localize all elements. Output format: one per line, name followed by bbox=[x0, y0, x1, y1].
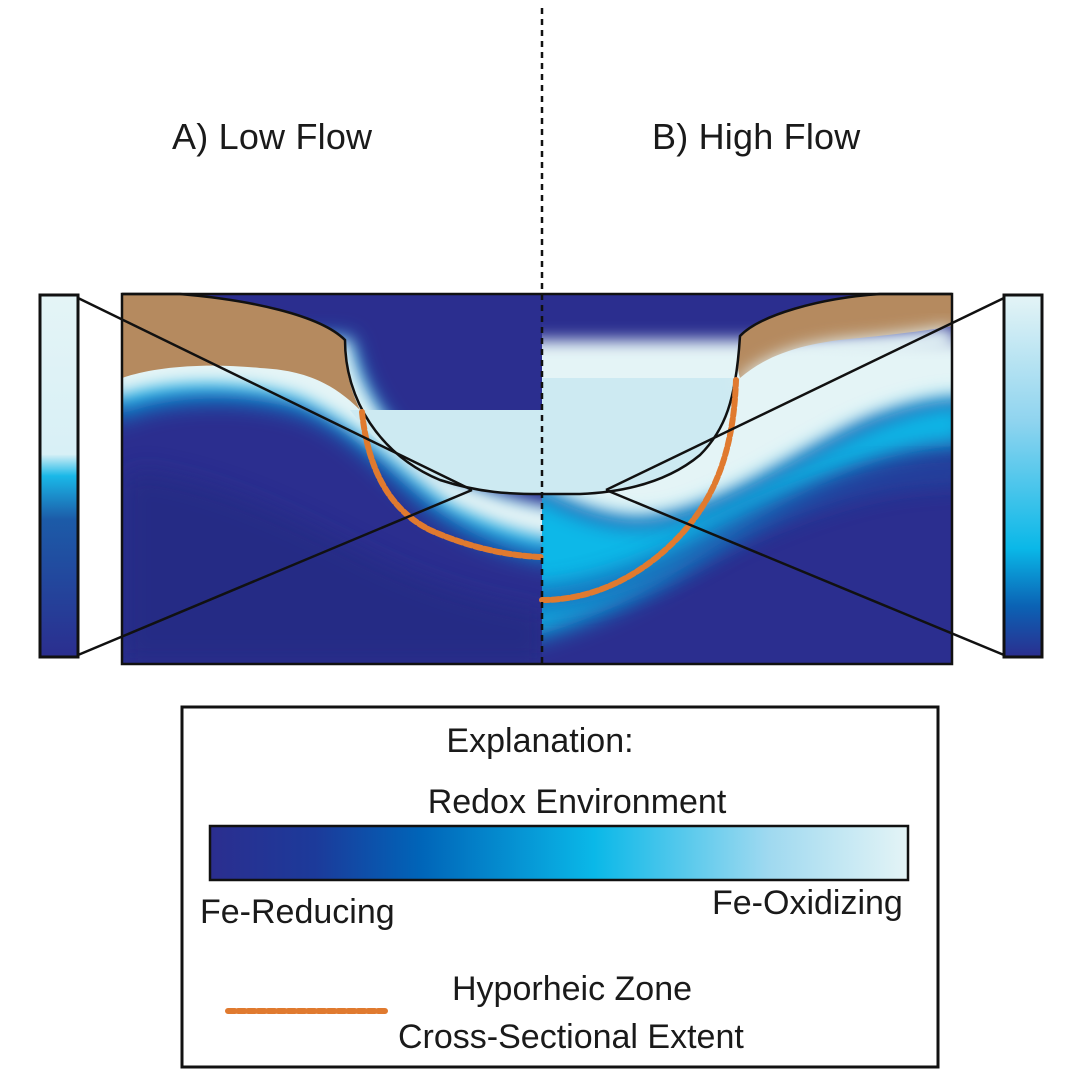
left-redox-profile-bar bbox=[38, 293, 80, 659]
cross-section-frame bbox=[120, 292, 954, 666]
low-flow-cross-section bbox=[122, 294, 542, 664]
hyporheic-legend-label-line2: Cross-Sectional Extent bbox=[398, 1018, 744, 1056]
right-redox-profile-bar bbox=[1002, 293, 1044, 659]
legend-title: Explanation: bbox=[446, 722, 634, 760]
hyporheic-extent-high-flow bbox=[539, 377, 739, 603]
hyporheic-legend-label-line1: Hyporheic Zone bbox=[452, 970, 693, 1008]
scale-label-reducing: Fe-Reducing bbox=[200, 893, 395, 931]
callout-lines bbox=[77, 296, 1005, 657]
panel-title-low-flow: A) Low Flow bbox=[172, 116, 373, 157]
panel-title-high-flow: B) High Flow bbox=[652, 116, 861, 157]
scale-label-oxidizing: Fe-Oxidizing bbox=[712, 884, 903, 922]
legend-box bbox=[180, 705, 940, 1069]
redox-scale-title: Redox Environment bbox=[427, 783, 727, 821]
high-flow-cross-section bbox=[542, 294, 952, 664]
redox-color-scale bbox=[208, 824, 910, 882]
hyporheic-extent-low-flow bbox=[359, 409, 545, 560]
